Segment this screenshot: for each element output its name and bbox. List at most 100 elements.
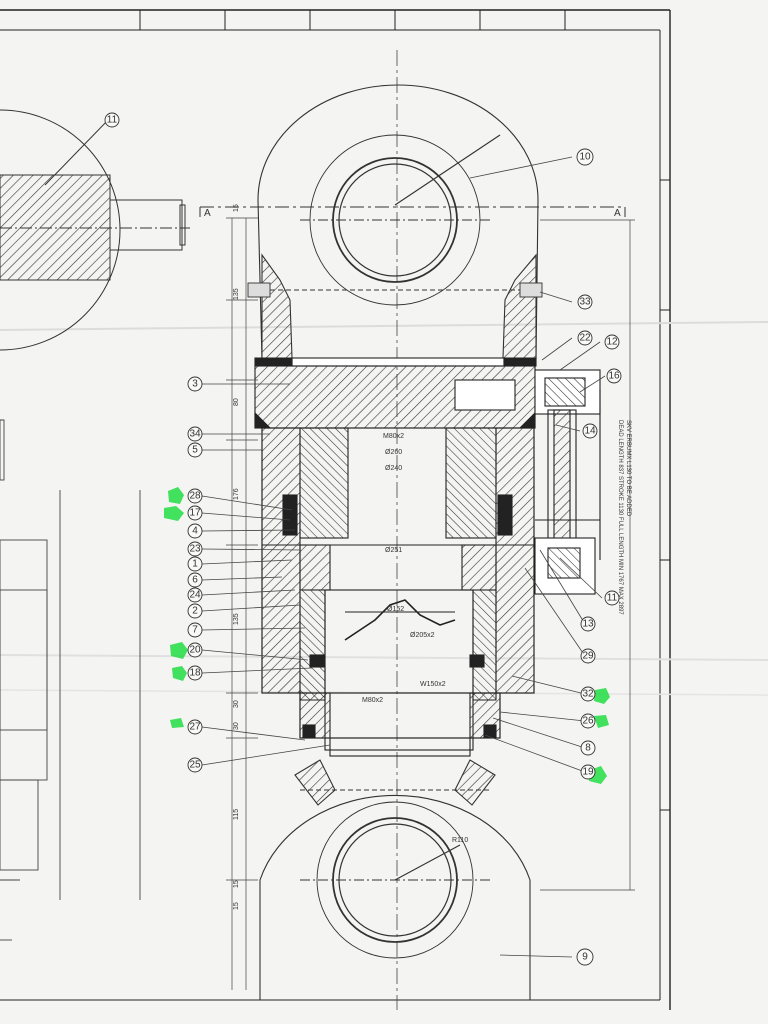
svg-text:22: 22: [579, 333, 591, 344]
section-marks: A A: [199, 206, 626, 219]
balloon-3: 3: [187, 376, 203, 392]
left-partial-view: [0, 419, 141, 941]
svg-text:25: 25: [189, 760, 201, 771]
balloon-24: 24: [187, 587, 203, 603]
balloon-26: 26: [580, 713, 596, 729]
balloon-2: 2: [187, 603, 203, 619]
svg-text:8: 8: [585, 743, 591, 754]
label-w150: W150x2: [420, 681, 446, 688]
svg-text:10: 10: [579, 152, 591, 163]
balloon-5: 5: [187, 442, 203, 458]
svg-text:20: 20: [189, 645, 201, 656]
balloon-12: 12: [604, 334, 620, 350]
section-mark-right: A: [614, 208, 621, 219]
side-note-added: SKV ERBUMX L130 TO BE ADDED: [625, 420, 631, 517]
dim-4: 176: [233, 488, 240, 500]
svg-text:13: 13: [582, 619, 594, 630]
svg-text:9: 9: [582, 952, 588, 963]
svg-text:29: 29: [582, 651, 594, 662]
dimension-lines: [226, 217, 635, 990]
svg-text:28: 28: [189, 491, 201, 502]
svg-text:3: 3: [192, 379, 198, 390]
svg-text:2: 2: [192, 606, 198, 617]
dim-10: 15: [233, 902, 240, 910]
label-r110: R110: [452, 837, 468, 844]
upper-eye: [257, 84, 539, 361]
balloon-9: 9: [576, 948, 594, 966]
balloon-16: 16: [606, 368, 622, 384]
label-m80-top: M80x2: [383, 433, 404, 440]
label-d240: Ø240: [385, 465, 402, 472]
dim-2: 135: [233, 288, 240, 300]
svg-text:5: 5: [192, 445, 198, 456]
fold-crease: [0, 654, 768, 661]
svg-text:17: 17: [189, 508, 201, 519]
svg-text:18: 18: [189, 668, 201, 679]
section-mark-left: A: [204, 208, 211, 219]
rod-gland: [299, 692, 501, 757]
leader-lines: [201, 156, 606, 958]
dim-3: 80: [233, 398, 240, 406]
balloon-13: 13: [580, 616, 596, 632]
cross-bolts-upper: [247, 282, 543, 298]
balloon-17: 17: [187, 505, 203, 521]
svg-text:23: 23: [189, 544, 201, 555]
inner-diameter-labels: M80x2 Ø260 Ø240 Ø251 Ø152 Ø205x2 W150x2 …: [362, 433, 468, 844]
label-d205: Ø205x2: [410, 632, 435, 639]
right-balloons: 10 33 22 12 16 14 11 13 29 32 26 8 19 9: [576, 148, 622, 966]
label-d260: Ø260: [385, 449, 402, 456]
svg-text:1: 1: [192, 559, 198, 570]
balloon-20: 20: [187, 642, 203, 658]
balloon-10: 10: [576, 148, 594, 166]
dim-7: 30: [233, 722, 240, 730]
dim-1: 15: [233, 204, 240, 212]
cylinder-head: [254, 357, 601, 429]
balloon-11: 11: [604, 590, 620, 606]
label-m80-bottom: M80x2: [362, 697, 383, 704]
detail-view-circle: [0, 109, 190, 351]
lower-eye: [259, 759, 531, 1000]
label-d152: Ø152: [387, 606, 404, 613]
side-note-stroke: DEAD LENGTH 837 STROKE 1130 FULL LENGTH …: [617, 420, 623, 615]
balloon-14: 14: [582, 423, 598, 439]
balloon-4: 4: [187, 523, 203, 539]
svg-text:33: 33: [579, 297, 591, 308]
dim-8: 115: [233, 809, 240, 820]
label-d251: Ø251: [385, 547, 402, 554]
balloon-32: 32: [580, 686, 596, 702]
balloon-29: 29: [580, 648, 596, 664]
left-balloons: 3 34 5 28 17 4 23 1 6 24 2 7 20 18 27 25: [187, 376, 203, 773]
balloon-8: 8: [580, 740, 596, 756]
svg-text:27: 27: [189, 722, 201, 733]
svg-text:6: 6: [192, 575, 198, 586]
svg-text:34: 34: [189, 429, 201, 440]
balloon-34: 34: [187, 426, 203, 442]
svg-text:14: 14: [584, 426, 596, 437]
balloon-25: 25: [187, 757, 203, 773]
balloon-19: 19: [580, 764, 596, 780]
svg-text:4: 4: [192, 526, 198, 537]
svg-text:12: 12: [606, 337, 618, 348]
balloon-6: 6: [187, 572, 203, 588]
dim-6: 30: [233, 700, 240, 708]
dim-9: 15: [233, 880, 240, 888]
svg-text:19: 19: [582, 767, 594, 778]
svg-text:26: 26: [582, 716, 594, 727]
balloon-7: 7: [187, 622, 203, 638]
svg-text:24: 24: [189, 590, 201, 601]
fold-crease: [0, 321, 768, 331]
balloon-23: 23: [187, 541, 203, 557]
svg-text:32: 32: [582, 689, 594, 700]
dim-5: 135: [233, 613, 240, 625]
svg-text:11: 11: [607, 593, 618, 604]
left-dimension-values: 15 135 80 176 135 30 30 115 15 15: [233, 204, 240, 910]
svg-text:7: 7: [192, 625, 198, 636]
svg-text:16: 16: [608, 371, 620, 382]
balloon-18: 18: [187, 665, 203, 681]
drawing-frame: [0, 9, 671, 1010]
svg-text:11: 11: [107, 115, 118, 126]
balloon-33: 33: [577, 294, 593, 310]
side-pipe-assembly: [534, 390, 601, 595]
